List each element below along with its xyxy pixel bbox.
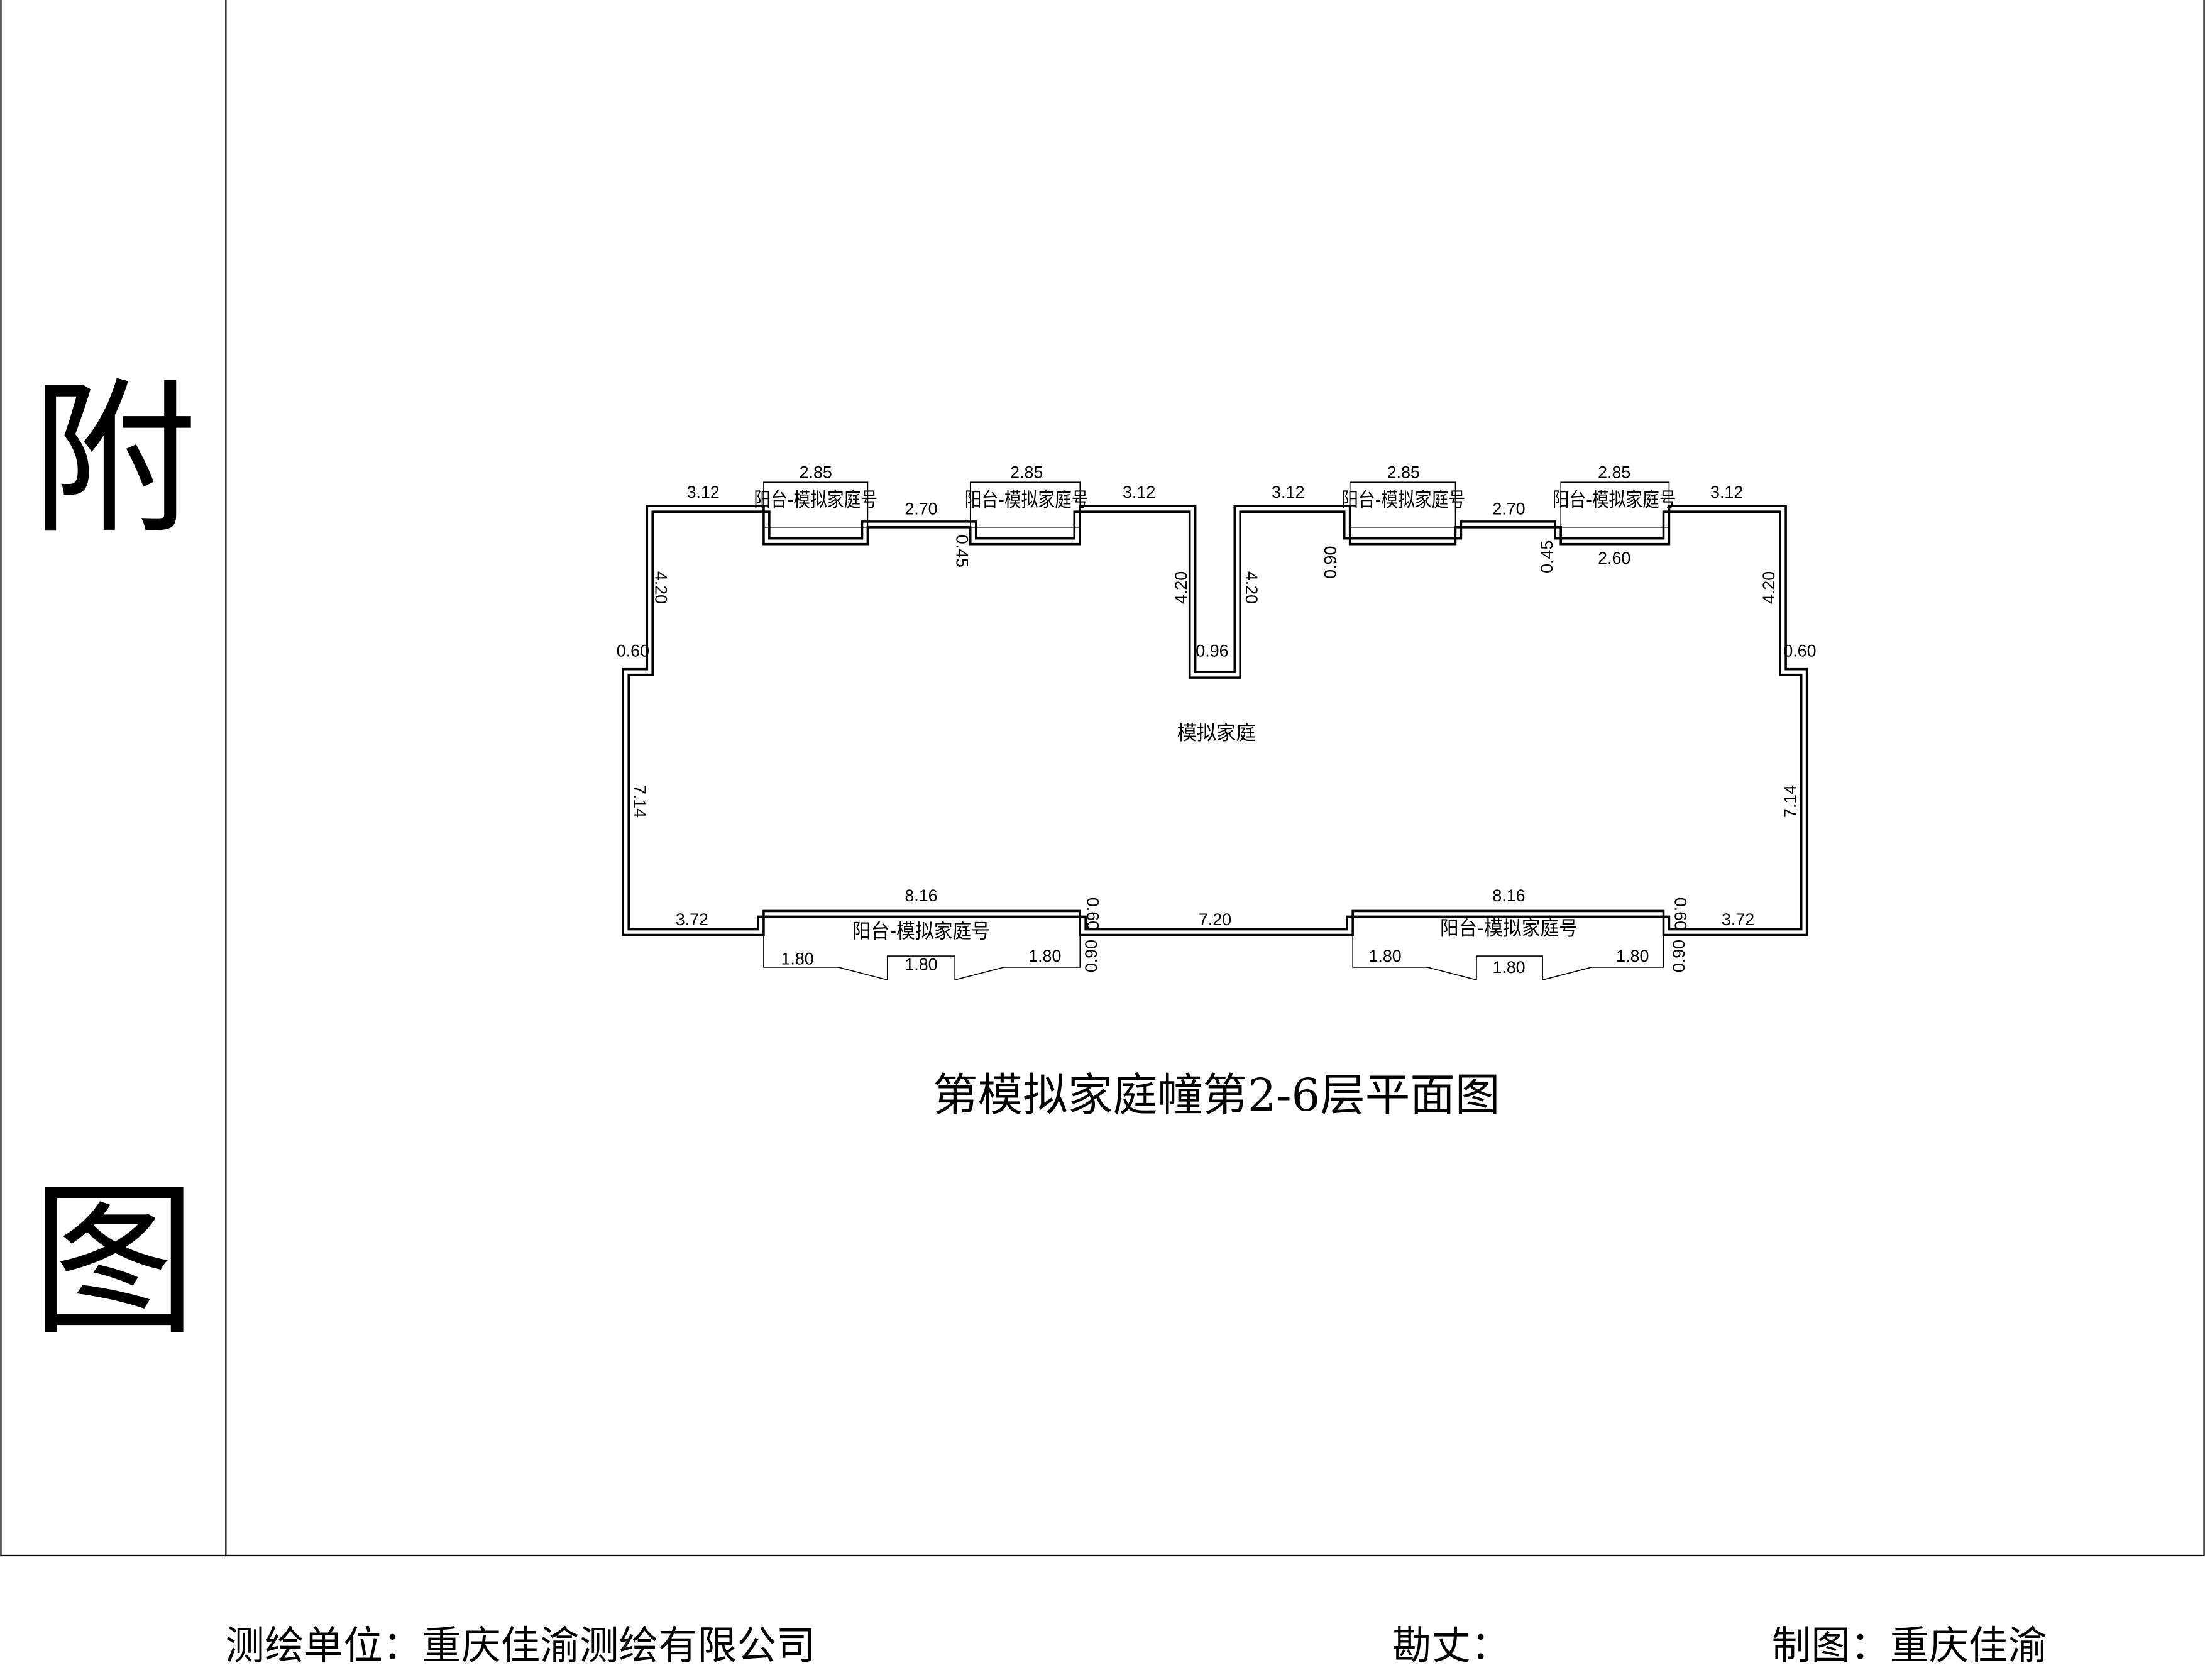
dimensions-left-building: 3.12 2.85 2.70 0.45 2.85 3.12 4.20 4.20 … [617,463,1229,818]
dim-label: 0.45 [1537,541,1556,573]
room-label: 模拟家庭 [1177,722,1256,745]
dim-label: 0.90 [1082,940,1101,972]
balcony-outlines [763,481,1670,981]
dim-label: 2.60 [1598,549,1630,568]
dim-label: 7.14 [1781,785,1800,818]
dim-label: 4.20 [1242,571,1261,604]
dim-label: 0.96 [1196,642,1228,661]
dim-label: 1.80 [781,949,814,968]
sheet-frame [0,0,2205,1557]
dim-label: 2.70 [905,500,937,519]
balcony-label: 阳台-模拟家庭号 [852,920,990,943]
dim-label: 1.80 [1492,958,1525,977]
dim-label: 1.80 [905,955,937,974]
floor-plan-walls [622,505,1808,936]
dim-label: 0.60 [1083,898,1102,930]
side-label-attached: 附 [31,364,197,557]
dim-label: 2.85 [800,463,832,482]
side-label-figure: 图 [31,1165,197,1358]
dim-label: 3.72 [1722,910,1754,929]
footer-drafter: 制图：重庆佳渝 [1772,1622,2047,1668]
dim-label: 0.60 [1671,898,1690,930]
dim-label: 2.85 [1010,463,1043,482]
dim-label: 3.12 [687,483,720,502]
dim-label: 8.16 [1492,886,1525,905]
footer-survey-unit: 测绘单位：重庆佳渝测绘有限公司 [225,1622,815,1668]
dim-label: 4.20 [1759,571,1778,604]
dim-label: 1.80 [1028,947,1061,965]
dim-label: 7.20 [1199,910,1231,929]
balcony-label: 阳台-模拟家庭号 [1341,488,1465,511]
dim-label: 1.80 [1368,947,1401,965]
dim-label: 7.14 [630,785,649,818]
dim-label: 0.60 [617,642,649,661]
dim-label: 0.90 [1321,546,1339,579]
dim-label: 2.85 [1598,463,1630,482]
dim-label: 1.80 [1616,947,1649,965]
dim-label: 4.20 [652,571,671,604]
footer-surveyor: 勘丈： [1392,1622,1510,1668]
plan-title: 第模拟家庭幢第2-6层平面图 [933,1069,1500,1121]
dimensions-right-building: 3.12 0.90 2.85 2.70 0.45 2.85 2.60 3.12 … [1242,463,1816,818]
dim-label: 3.72 [676,910,708,929]
dim-label: 2.70 [1492,500,1525,519]
dim-label: 8.16 [905,886,937,905]
balcony-label: 阳台-模拟家庭号 [1553,488,1676,511]
dim-label: 3.12 [1272,483,1304,502]
balcony-label: 阳台-模拟家庭号 [754,488,877,511]
balcony-label: 阳台-模拟家庭号 [1440,917,1578,940]
dim-label: 0.90 [1669,940,1688,972]
dim-label: 2.85 [1387,463,1420,482]
balcony-label: 阳台-模拟家庭号 [965,488,1089,511]
dim-label: 0.45 [952,535,971,568]
dim-label: 0.60 [1783,642,1816,661]
dim-label: 3.12 [1710,483,1743,502]
dim-label: 3.12 [1123,483,1155,502]
dim-label: 4.20 [1172,571,1190,604]
dimensions-bottom: 3.72 8.16 0.60 0.90 1.80 1.80 1.80 7.20 … [676,886,1754,977]
